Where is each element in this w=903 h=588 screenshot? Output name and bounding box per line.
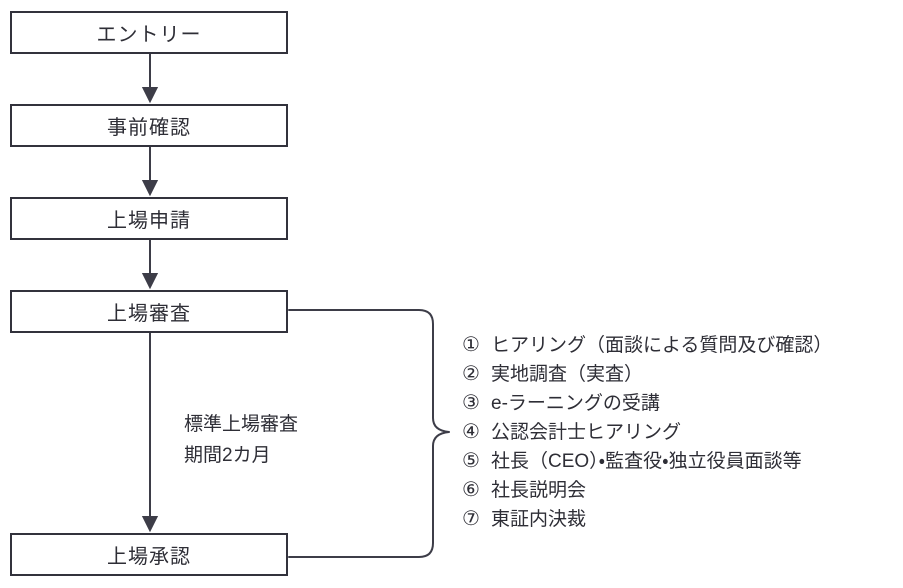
examination-item-5-text: 社長（CEO）・監査役・独立役員面談等 <box>491 451 802 472</box>
flow-box-precheck: 事前確認 <box>10 104 288 147</box>
examination-item-4: ④ 公認会計士ヒアリング <box>462 418 832 447</box>
examination-item-3: ③ e-ラーニングの受講 <box>462 389 832 418</box>
examination-item-3-text: e-ラーニングの受講 <box>491 393 660 414</box>
examination-item-2-text: 実地調査（実査） <box>491 364 644 385</box>
arrow-examination-to-approval-head <box>141 516 159 533</box>
examination-duration-note-line1: 標準上場審査 <box>184 414 299 435</box>
arrow-application-to-examination-head <box>141 273 159 290</box>
examination-item-5: ⑤ 社長（CEO）・監査役・独立役員面談等 <box>462 447 832 476</box>
examination-item-1-text: ヒアリング（面談による質問及び確認） <box>491 335 833 356</box>
examination-duration-note: 標準上場審査 期間2カ月 <box>184 409 298 471</box>
circled-number-7: ⑦ <box>462 508 480 530</box>
examination-item-2: ② 実地調査（実査） <box>462 360 832 389</box>
flow-box-entry-label: エントリー <box>96 24 202 46</box>
circled-number-3: ③ <box>462 392 480 414</box>
flow-box-approval: 上場承認 <box>10 533 288 576</box>
arrow-entry-to-precheck-head <box>141 87 159 104</box>
brace-connector <box>288 309 450 558</box>
examination-item-6: ⑥ 社長説明会 <box>462 476 832 505</box>
examination-duration-note-line2: 期間2カ月 <box>184 445 271 466</box>
flow-box-examination: 上場審査 <box>10 290 288 333</box>
examination-item-6-text: 社長説明会 <box>491 480 587 501</box>
flow-box-examination-label: 上場審査 <box>107 303 191 325</box>
examination-item-1: ① ヒアリング（面談による質問及び確認） <box>462 331 832 360</box>
circled-number-2: ② <box>462 363 480 385</box>
flow-box-entry: エントリー <box>10 11 288 54</box>
circled-number-4: ④ <box>462 421 480 443</box>
examination-item-7: ⑦ 東証内決裁 <box>462 505 832 534</box>
circled-number-6: ⑥ <box>462 479 480 501</box>
arrow-precheck-to-application-head <box>141 180 159 197</box>
flow-box-application: 上場申請 <box>10 197 288 240</box>
circled-number-1: ① <box>462 334 480 356</box>
flow-box-approval-label: 上場承認 <box>107 546 191 568</box>
examination-items-list: ① ヒアリング（面談による質問及び確認） ② 実地調査（実査） ③ e-ラーニン… <box>462 331 832 534</box>
examination-item-7-text: 東証内決裁 <box>491 509 587 530</box>
circled-number-5: ⑤ <box>462 450 480 472</box>
flow-box-precheck-label: 事前確認 <box>107 117 191 139</box>
flow-box-application-label: 上場申請 <box>107 210 191 232</box>
examination-item-4-text: 公認会計士ヒアリング <box>491 422 682 443</box>
